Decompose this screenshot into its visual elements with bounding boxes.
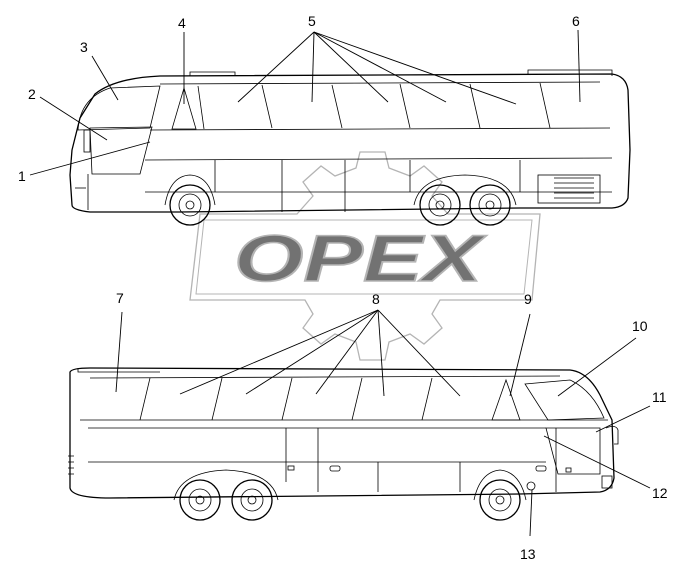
watermark-text: OPEX [234,221,487,295]
bus-side-view-bottom [68,367,619,521]
callout-10: 10 [632,318,648,334]
callout-7: 7 [116,290,124,306]
callout-11: 11 [652,389,667,405]
callout-3: 3 [80,39,88,55]
callout-8: 8 [372,291,380,307]
callout-1: 1 [18,168,26,184]
watermark-gear-icon [189,151,541,361]
callouts: 1 2 3 4 5 6 7 8 9 10 11 12 13 [18,13,668,562]
callout-2: 2 [28,86,36,102]
watermark: OPEX [189,151,541,361]
callout-4: 4 [178,15,186,31]
callout-12: 12 [652,485,668,501]
callout-5: 5 [308,13,316,29]
leader-lines [29,29,651,537]
callout-6: 6 [572,13,580,29]
callout-13: 13 [520,546,536,562]
bus-side-view-top [69,69,631,226]
callout-9: 9 [524,291,532,307]
